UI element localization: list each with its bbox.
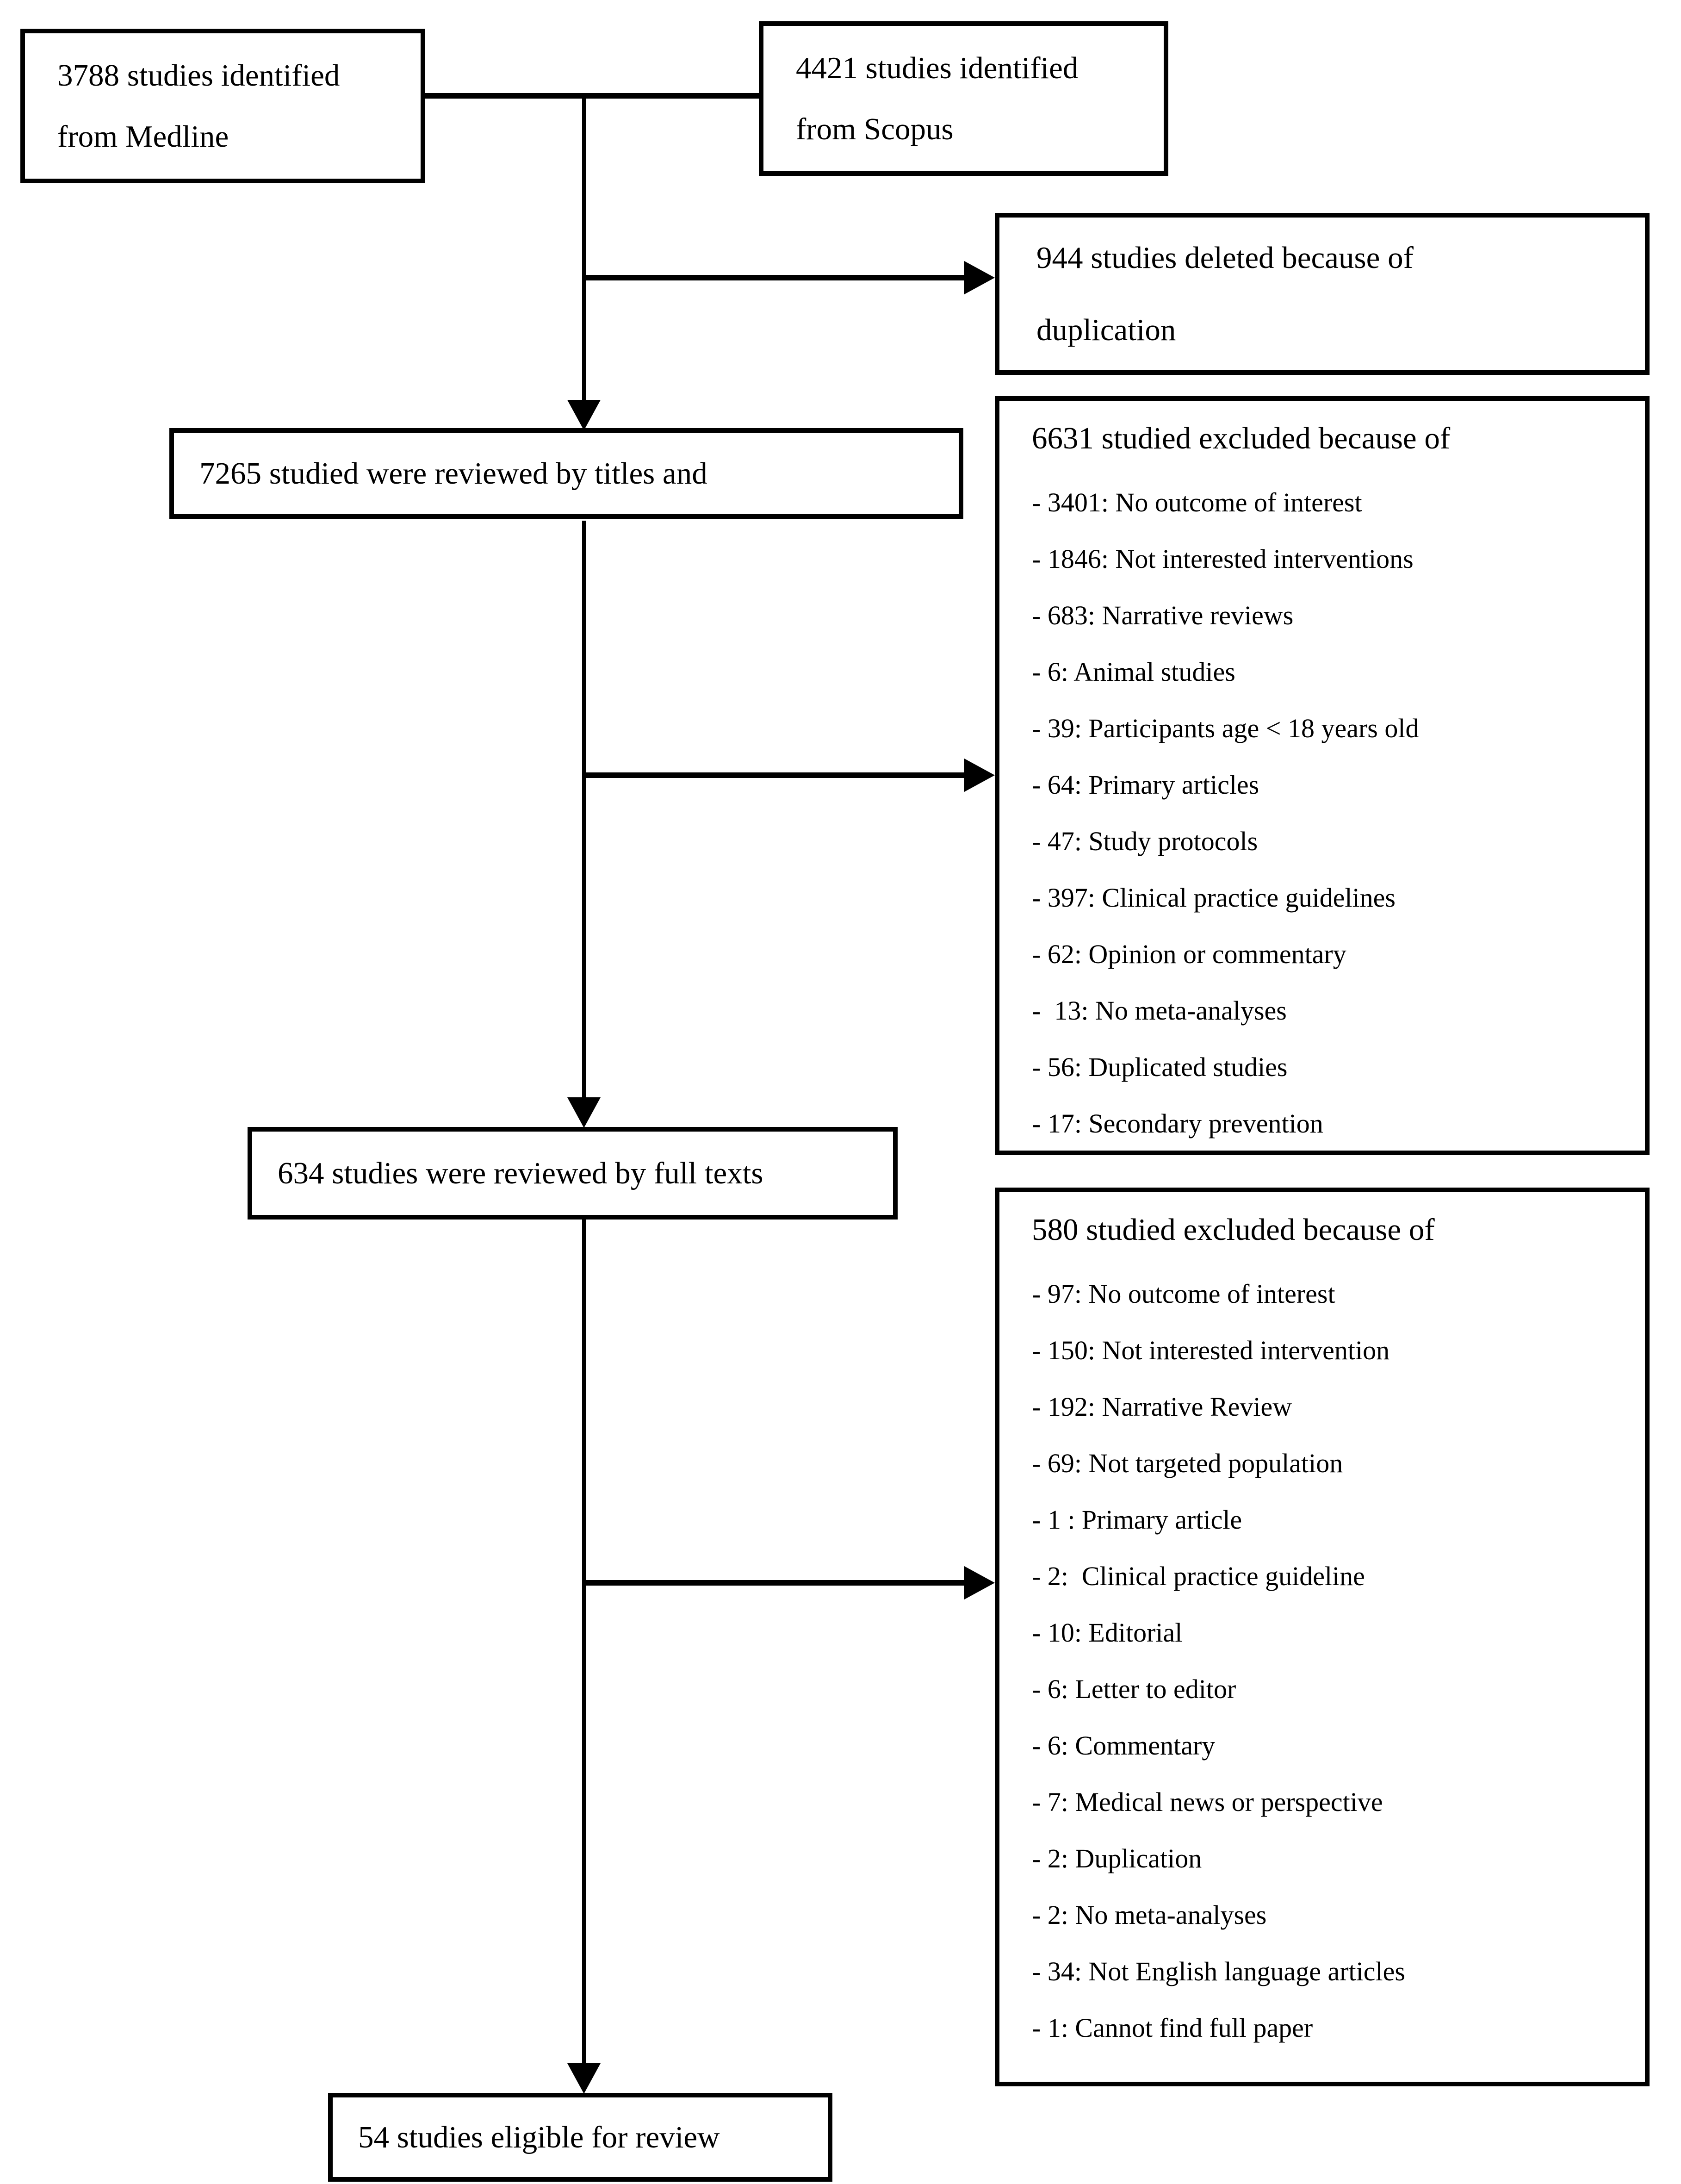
connector-medline-scopus xyxy=(423,93,761,99)
arrowhead-down-icon xyxy=(567,1097,601,1128)
box-duplicates-deleted: 944 studies deleted because of duplicati… xyxy=(995,213,1650,375)
box-medline-identified: 3788 studies identified from Medline xyxy=(20,29,425,183)
box-full-text-review: 634 studies were reviewed by full texts xyxy=(248,1127,898,1220)
arrowhead-right-icon xyxy=(964,1566,995,1599)
arrowhead-down-icon xyxy=(567,400,601,430)
exclusion-reason-item: - 7: Medical news or perspective xyxy=(1032,1787,1383,1817)
exclusion-reason-item: - 6: Commentary xyxy=(1032,1730,1216,1761)
exclusion-reason-item: - 1: Cannot find full paper xyxy=(1032,2013,1313,2043)
exclusion-reason-item: - 2: No meta-analyses xyxy=(1032,1900,1267,1930)
exclusion-reason-item: - 64: Primary articles xyxy=(1032,770,1259,800)
box-scopus-identified: 4421 studies identified from Scopus xyxy=(759,21,1168,176)
medline-line1: 3788 studies identified xyxy=(57,58,340,93)
arrowhead-right-icon xyxy=(964,759,995,792)
duplicates-line2: duplication xyxy=(1036,312,1176,347)
eligible-text: 54 studies eligible for review xyxy=(358,2120,720,2154)
excluded-title-abstract-list: - 3401: No outcome of interest - 1846: No… xyxy=(1032,474,1626,1152)
exclusion-reason-item: - 47: Study protocols xyxy=(1032,826,1258,857)
title-abstract-review-text: 7265 studied were reviewed by titles and xyxy=(199,456,707,491)
exclusion-reason-item: - 3401: No outcome of interest xyxy=(1032,487,1362,518)
exclusion-reason-item: - 6: Letter to editor xyxy=(1032,1674,1236,1705)
exclusion-reason-item: - 2: Duplication xyxy=(1032,1843,1202,1874)
box-excluded-full-text: 580 studied excluded because of - 97: No… xyxy=(995,1188,1650,2086)
exclusion-reason-item: - 397: Clinical practice guidelines xyxy=(1032,883,1396,913)
exclusion-reason-item: - 56: Duplicated studies xyxy=(1032,1052,1288,1083)
box-eligible-for-review: 54 studies eligible for review xyxy=(328,2093,832,2182)
excluded-full-text-heading: 580 studied excluded because of xyxy=(1032,1213,1435,1247)
scopus-line2: from Scopus xyxy=(796,112,954,146)
duplicates-line1: 944 studies deleted because of xyxy=(1036,241,1414,275)
arrowhead-down-icon xyxy=(567,2063,601,2094)
full-text-review-text: 634 studies were reviewed by full texts xyxy=(278,1156,763,1190)
exclusion-reason-item: - 17: Secondary prevention xyxy=(1032,1108,1323,1139)
exclusion-reason-item: - 34: Not English language articles xyxy=(1032,1956,1405,1987)
exclusion-reason-item: - 97: No outcome of interest xyxy=(1032,1279,1335,1309)
excluded-full-text-list: - 97: No outcome of interest - 150: Not i… xyxy=(1032,1266,1626,2056)
exclusion-reason-item: - 1 : Primary article xyxy=(1032,1505,1242,1535)
exclusion-reason-item: - 2: Clinical practice guideline xyxy=(1032,1561,1365,1592)
exclusion-reason-item: - 10: Editorial xyxy=(1032,1618,1183,1648)
connector-title-review-down xyxy=(582,521,586,1099)
exclusion-reason-item: - 150: Not interested intervention xyxy=(1032,1335,1390,1366)
exclusion-reason-item: - 39: Participants age < 18 years old xyxy=(1032,713,1419,744)
connector-to-duplicates xyxy=(582,275,966,280)
box-title-abstract-review: 7265 studied were reviewed by titles and xyxy=(169,428,963,519)
exclusion-reason-item: - 13: No meta-analyses xyxy=(1032,996,1287,1026)
exclusion-reason-item: - 6: Animal studies xyxy=(1032,657,1235,687)
box-excluded-title-abstract: 6631 studied excluded because of - 3401:… xyxy=(995,396,1650,1155)
exclusion-reason-item: - 1846: Not interested interventions xyxy=(1032,544,1414,574)
connector-full-text-down xyxy=(582,1217,586,2065)
medline-line2: from Medline xyxy=(57,119,229,154)
arrowhead-right-icon xyxy=(964,261,995,294)
connector-to-excluded-title-abstract xyxy=(582,772,966,778)
exclusion-reason-item: - 192: Narrative Review xyxy=(1032,1392,1292,1422)
exclusion-reason-item: - 69: Not targeted population xyxy=(1032,1448,1343,1479)
exclusion-reason-item: - 62: Opinion or commentary xyxy=(1032,939,1346,970)
connector-to-excluded-full-text xyxy=(582,1580,966,1586)
scopus-line1: 4421 studies identified xyxy=(796,50,1079,85)
excluded-title-abstract-heading: 6631 studied excluded because of xyxy=(1032,421,1451,455)
exclusion-reason-item: - 683: Narrative reviews xyxy=(1032,600,1294,631)
connector-merge-down xyxy=(582,97,586,403)
